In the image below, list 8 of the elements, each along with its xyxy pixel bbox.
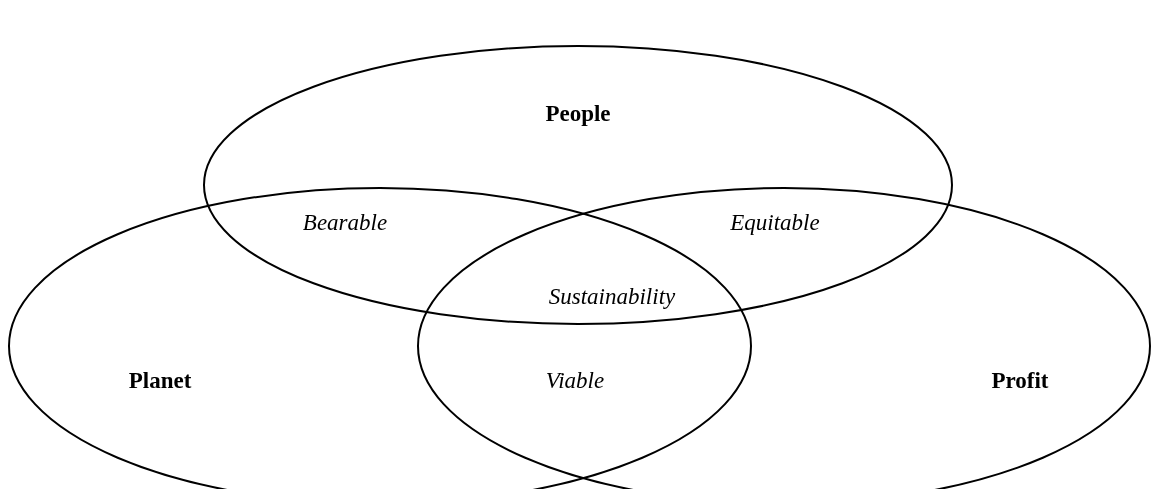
overlap-label: Equitable [730, 210, 820, 234]
circle-title: Planet [128, 368, 192, 392]
circle-title: People [545, 101, 611, 125]
overlap-label: Viable [545, 368, 605, 392]
circle-title: Profit [991, 368, 1049, 392]
overlap-label: Sustainability [548, 284, 676, 308]
ellipse-node [203, 45, 953, 325]
overlap-label: Bearable [302, 210, 388, 234]
